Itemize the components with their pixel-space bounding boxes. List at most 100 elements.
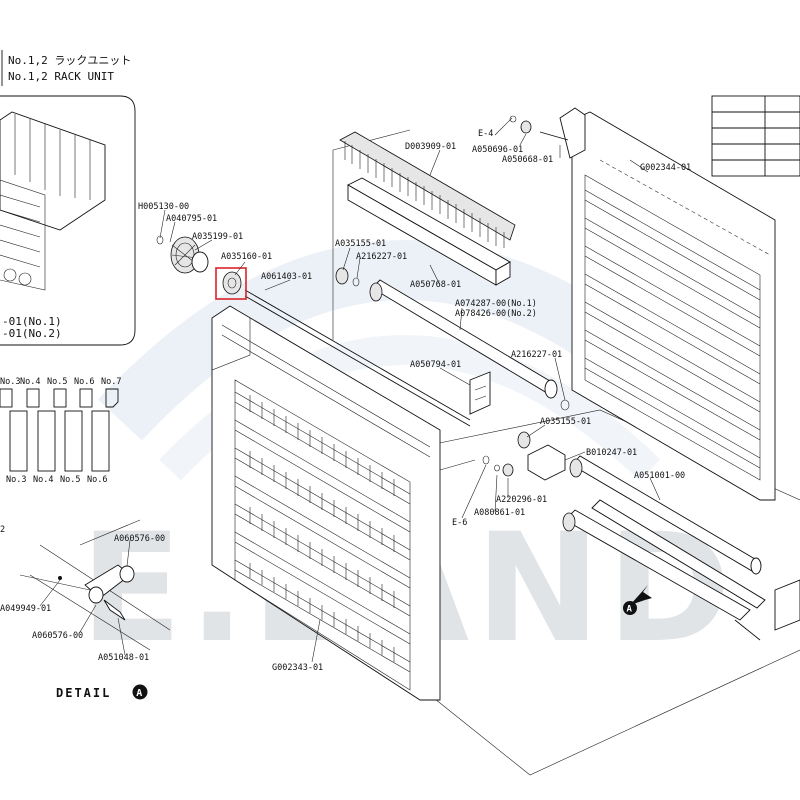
shaft-a061403-edge xyxy=(244,295,471,427)
shaft-assembly-a061403 xyxy=(156,235,471,427)
label-a220296: A220296-01 xyxy=(496,495,547,505)
right-frame-dash xyxy=(599,159,771,256)
left-frame-panel xyxy=(234,379,411,691)
label-a051048: A051048-01 xyxy=(98,653,149,663)
label-a078426: A078426-00(No.2) xyxy=(455,309,537,319)
rack-number-row: No.3 No.4 No.5 No.6 No.7 No.3 No.4 No.5 … xyxy=(0,377,121,535)
inset-box: -01(No.1) -01(No.2) xyxy=(0,95,136,346)
label-b010247: B010247-01 xyxy=(586,448,637,458)
detail-line-bottom xyxy=(29,574,151,651)
bearing-a080861 xyxy=(494,464,500,472)
inset-border xyxy=(0,95,136,346)
rack-bar-3 xyxy=(64,410,83,472)
callout-marker-circle xyxy=(623,601,637,615)
gear-a035155-top xyxy=(335,267,349,285)
comb-teeth xyxy=(344,141,505,248)
label-a074287: A074287-00(No.1) xyxy=(455,299,537,309)
inset-rack-body xyxy=(0,111,106,231)
right-frame-slats xyxy=(584,189,761,469)
ring-h005130 xyxy=(156,235,164,245)
ring-e4 xyxy=(509,115,517,123)
roller-a074287 xyxy=(335,267,570,411)
detail-lever xyxy=(103,599,126,621)
header-title-jp: No.1,2 ラックユニット xyxy=(8,54,131,67)
rack-no-6-top: No.6 xyxy=(74,377,94,387)
inset-gear-1 xyxy=(3,268,17,282)
bracket-detail xyxy=(474,385,487,401)
label-a216227-mid: A216227-01 xyxy=(511,350,562,360)
part-labels: H005130-00 A040795-01 A035199-01 A035160… xyxy=(0,129,691,673)
label-a050696: A050696-01 xyxy=(472,145,523,155)
label-g002343: G002343-01 xyxy=(272,663,323,673)
label-d003909: D003909-01 xyxy=(405,142,456,152)
rack-slot-top-4 xyxy=(79,388,93,408)
bearing-a035199 xyxy=(191,251,209,273)
right-frame-top-bracket xyxy=(559,107,586,159)
inset-label-no1: -01(No.1) xyxy=(2,315,62,328)
roller-a051001 xyxy=(562,455,800,641)
gear-a220296 xyxy=(502,463,514,477)
rack-bar-2 xyxy=(37,410,56,472)
rack-no-4-top: No.4 xyxy=(20,377,40,387)
bushing-a216227-top xyxy=(352,277,360,287)
detail-a-title: DETAIL A xyxy=(56,684,148,700)
label-a050794: A050794-01 xyxy=(410,360,461,370)
outline-line-5 xyxy=(439,459,476,471)
left-frame-top-rails xyxy=(221,324,431,458)
label-a050668: A050668-01 xyxy=(502,155,553,165)
mid-roller-body xyxy=(591,499,766,609)
label-e6: E-6 xyxy=(452,518,467,528)
detail-bearing-top xyxy=(119,565,135,583)
left-frame-top-bracket xyxy=(211,318,251,371)
upper-roller-end xyxy=(569,458,583,478)
lower-roller-body xyxy=(564,509,751,621)
outline-line-4 xyxy=(429,649,800,776)
detail-marker-circle xyxy=(132,684,148,700)
label-h005130: H005130-00 xyxy=(138,202,189,212)
detail-line-right xyxy=(79,519,141,546)
detail-label: DETAIL xyxy=(56,686,111,700)
label-a040795: A040795-01 xyxy=(166,214,217,224)
rack-slot-top-3 xyxy=(53,388,67,408)
gear-a050696 xyxy=(520,120,532,134)
table-frame xyxy=(711,95,800,177)
comb-rail-d003909 xyxy=(339,131,516,248)
inset-label-no2: -01(No.2) xyxy=(2,327,62,340)
inset-rack-slots xyxy=(14,114,91,200)
pin-a050668 xyxy=(539,131,569,141)
callout-a: A xyxy=(623,585,652,615)
leader-lines xyxy=(39,117,661,663)
label-a049949: A049949-01 xyxy=(0,604,51,614)
label-a060576-bottom: A060576-00 xyxy=(32,631,83,641)
comb-rail-body xyxy=(339,131,516,241)
rack-edge-digit: 2 xyxy=(0,525,5,535)
right-frame-outline xyxy=(571,111,776,501)
roller-gear-end xyxy=(369,282,383,302)
label-a051001: A051001-00 xyxy=(634,471,685,481)
label-a050768: A050768-01 xyxy=(410,280,461,290)
side-frame-g002343 xyxy=(211,305,441,701)
callout-marker-letter: A xyxy=(627,605,633,615)
header-title-en: No.1,2 RACK UNIT xyxy=(8,70,114,83)
assembly-outline xyxy=(332,129,800,776)
label-a060576-top: A060576-00 xyxy=(114,534,165,544)
label-a061403: A061403-01 xyxy=(261,272,312,282)
rack-no-4-bottom: No.4 xyxy=(33,475,53,485)
gear-block-b010247 xyxy=(482,431,566,481)
reference-table xyxy=(711,95,800,177)
rack-slot-top-5 xyxy=(105,388,119,408)
detail-bearing-bottom xyxy=(88,586,104,604)
rack-no-6-bottom: No.6 xyxy=(87,475,107,485)
detail-a-drawing xyxy=(19,519,171,651)
roller-end-cap xyxy=(544,379,558,399)
rack-no-3-bottom: No.3 xyxy=(6,475,26,485)
outline-line-2 xyxy=(332,129,411,151)
detail-shaft xyxy=(19,574,91,591)
side-frame-g002344 xyxy=(509,107,776,501)
label-a035155-mid: A035155-01 xyxy=(540,417,591,427)
gear-a035155-mid xyxy=(517,431,531,449)
detail-marker-letter: A xyxy=(136,688,142,699)
rack-bar-4 xyxy=(91,410,110,472)
inset-gear-2 xyxy=(18,272,32,286)
bracket-a050794 xyxy=(469,371,491,415)
